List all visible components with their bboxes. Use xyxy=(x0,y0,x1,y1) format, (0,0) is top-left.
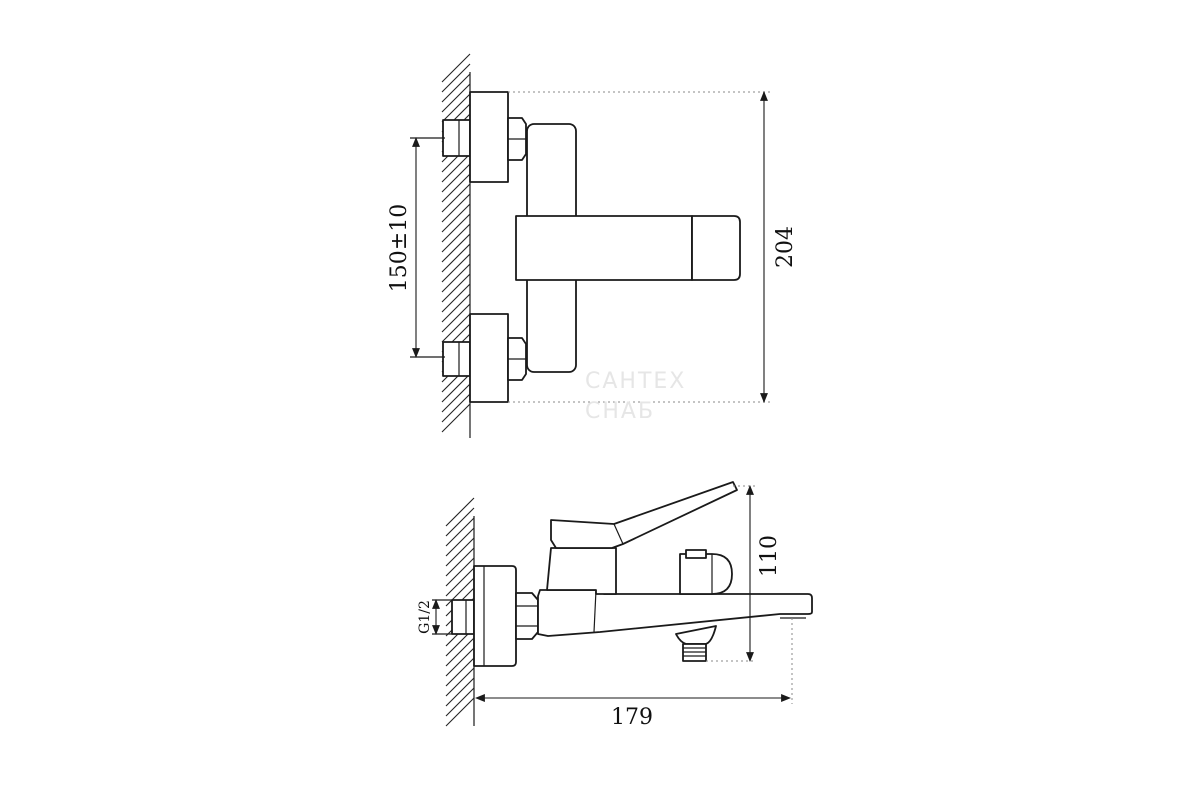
lever-front xyxy=(515,215,741,281)
cartridge-housing xyxy=(546,547,617,595)
side-height-label: 110 xyxy=(757,535,782,577)
hatch-line xyxy=(445,657,475,687)
hatch-line xyxy=(445,637,475,667)
thread-connector xyxy=(451,599,475,635)
hatch-line xyxy=(441,253,471,283)
hatch-line xyxy=(441,83,471,113)
hatch-line xyxy=(445,537,475,567)
dim-side-height: 110 xyxy=(706,485,782,662)
dim-projection: 179 xyxy=(475,618,793,730)
hatch-line xyxy=(441,393,471,423)
hatch-line xyxy=(441,163,471,193)
hatch-line xyxy=(445,497,475,527)
hatch-line xyxy=(441,153,471,183)
hatch-line xyxy=(441,193,471,223)
hatch-line xyxy=(441,303,471,333)
dim-total-height: 204 xyxy=(508,91,798,403)
hatch-line xyxy=(441,173,471,203)
hatch-line xyxy=(445,507,475,537)
hatch-line xyxy=(441,263,471,293)
watermark-line-2: СНАБ xyxy=(585,399,655,424)
hatch-line xyxy=(441,293,471,323)
hatch-line xyxy=(445,667,475,697)
hatch-line xyxy=(445,677,475,707)
hatch-line xyxy=(441,283,471,313)
hatch-line xyxy=(441,403,471,433)
hatch-line xyxy=(441,273,471,303)
hatch-line xyxy=(445,647,475,677)
hatch-line xyxy=(445,567,475,597)
upper-connector xyxy=(442,91,527,183)
dim-inlet-spacing: 150±10 xyxy=(387,137,445,358)
hatch-line xyxy=(445,527,475,557)
front-wall-hatch xyxy=(441,53,471,438)
watermark-line-1: САНТЕХ xyxy=(585,369,686,394)
hatch-line xyxy=(445,557,475,587)
inlet-spacing-label: 150±10 xyxy=(387,204,412,292)
front-view: 150±10 204 САНТЕХ СНАБ xyxy=(387,53,798,438)
hatch-line xyxy=(441,203,471,233)
hatch-line xyxy=(441,243,471,273)
shower-outlet xyxy=(675,625,717,662)
hatch-line xyxy=(441,53,471,83)
hatch-line xyxy=(441,373,471,403)
hatch-line xyxy=(445,697,475,727)
mixer-body-side xyxy=(537,589,813,637)
lower-connector xyxy=(442,313,527,403)
hatch-line xyxy=(445,547,475,577)
hatch-line xyxy=(441,63,471,93)
escutcheon-flange xyxy=(473,565,517,667)
dim-thread: G1/2 xyxy=(417,599,452,635)
total-height-label: 204 xyxy=(773,226,798,268)
thread-label: G1/2 xyxy=(417,600,433,634)
hatch-line xyxy=(441,313,471,343)
lever-side xyxy=(550,481,738,549)
diverter-knob xyxy=(679,549,733,595)
hatch-line xyxy=(441,233,471,263)
side-nut xyxy=(515,592,539,640)
hatch-line xyxy=(441,93,471,123)
hatch-line xyxy=(441,73,471,103)
hatch-line xyxy=(441,213,471,243)
hatch-line xyxy=(445,577,475,607)
hatch-line xyxy=(441,223,471,253)
hatch-line xyxy=(441,183,471,213)
hatch-line xyxy=(441,383,471,413)
side-view: 110 G1/2 179 xyxy=(417,481,813,730)
hatch-line xyxy=(445,517,475,547)
projection-label: 179 xyxy=(611,705,653,730)
hatch-line xyxy=(445,687,475,717)
